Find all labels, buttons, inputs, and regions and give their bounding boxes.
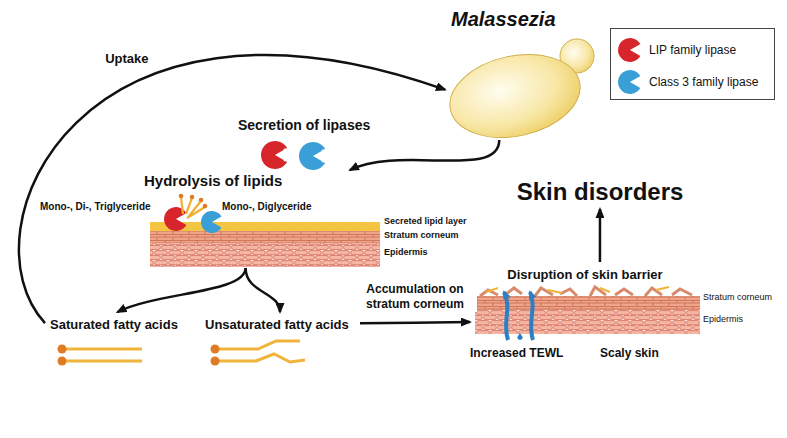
unsaturated-fatty-acid-icons [211, 341, 306, 366]
secreted-lipases-part [284, 149, 287, 152]
text-label: Mono-, Di-, Triglyceride [40, 201, 151, 213]
unsaturated-fatty-acid-icons-part [211, 357, 220, 366]
edge-label: Accumulation on stratum corneum [353, 281, 477, 312]
yeast-cell-part [442, 43, 588, 149]
skin-section-hydrolysis-part [150, 243, 380, 267]
node-title: Malassezia [451, 8, 556, 31]
saturated-fatty-acid-icons-part [58, 345, 67, 354]
hydrolysis-lipases-part [190, 195, 195, 200]
flow-arrow [599, 209, 602, 262]
hydrolysis-lipases-part [199, 198, 204, 203]
hydrolysis-lipases [164, 194, 221, 233]
outcome-node: Skin disorders [510, 175, 691, 209]
text-label: Stratum corneum [384, 230, 459, 240]
edge-label: Uptake [102, 50, 151, 68]
flow-arrow [360, 322, 470, 323]
tewl-arrows [504, 292, 533, 340]
text-label: Increased TEWL [470, 347, 563, 361]
legend-swatch [617, 69, 643, 95]
skin-section-hydrolysis [150, 222, 380, 267]
legend-swatch [617, 37, 643, 63]
secreted-lipases-part [322, 160, 325, 163]
skin-barrier-node: Disruption of skin barrier [470, 262, 700, 340]
tewl-arrows-part [504, 292, 508, 340]
hydrolysis-lipases-part [181, 197, 205, 218]
text-label: Epidermis [703, 314, 743, 324]
node-title: Saturated fatty acids [50, 317, 178, 332]
flow-arrow [350, 140, 499, 170]
saturated-fatty-acid-icons-part [66, 349, 142, 361]
secreted-lipases [261, 141, 325, 170]
tewl-arrows-part [530, 292, 533, 340]
legend-entry: LIP family lipase [617, 37, 736, 63]
lipase-swatch [618, 38, 640, 62]
secreted-lipases-part [261, 141, 287, 169]
process-node: Hydrolysis of lipids [140, 170, 380, 268]
legend-box: LIP family lipaseClass 3 family lipase [610, 28, 775, 100]
unsaturated-fatty-acid-icons-part [219, 341, 305, 362]
legend-text: LIP family lipase [649, 43, 736, 57]
text-label: Mono-, Diglyceride [222, 201, 311, 213]
hydrolysis-lipases-part [201, 211, 222, 233]
text-label: Stratum corneum [703, 292, 772, 302]
unsaturated-fatty-acid-icons-part [211, 345, 220, 354]
skin-section-disrupted-part [480, 287, 692, 296]
organism-node: Malassezia [445, 4, 600, 140]
lipase-swatch [618, 70, 640, 94]
product-node: Saturated fatty acids [45, 312, 190, 368]
legend-entry: Class 3 family lipase [617, 69, 758, 95]
product-node: Unsaturated fatty acids [200, 312, 360, 368]
secreted-lipases-part [299, 142, 325, 170]
secreted-lipases-part [284, 159, 287, 162]
node-title: Hydrolysis of lipids [144, 172, 282, 189]
node-title: Disruption of skin barrier [507, 267, 662, 282]
text-label: Secreted lipid layer [384, 216, 467, 226]
saturated-fatty-acid-icons [58, 345, 143, 366]
yeast-cell [442, 39, 594, 149]
tewl-arrows-part [517, 333, 522, 340]
flow-arrow [246, 268, 280, 312]
text-label: Scaly skin [600, 347, 659, 361]
saturated-fatty-acid-icons-part [58, 357, 67, 366]
flow-arrow [118, 268, 246, 312]
secreted-lipases-part [322, 150, 325, 153]
text-label: Secretion of lipases [238, 117, 370, 133]
text-label: Epidermis [384, 247, 428, 257]
node-title: Skin disorders [517, 178, 684, 206]
skin-section-hydrolysis-part [150, 231, 380, 243]
node-title: Unsaturated fatty acids [205, 317, 349, 332]
legend-text: Class 3 family lipase [649, 75, 758, 89]
hydrolysis-lipases-part [179, 194, 184, 199]
hydrolysis-lipases-part [203, 204, 208, 209]
skin-section-disrupted-part [486, 287, 669, 293]
